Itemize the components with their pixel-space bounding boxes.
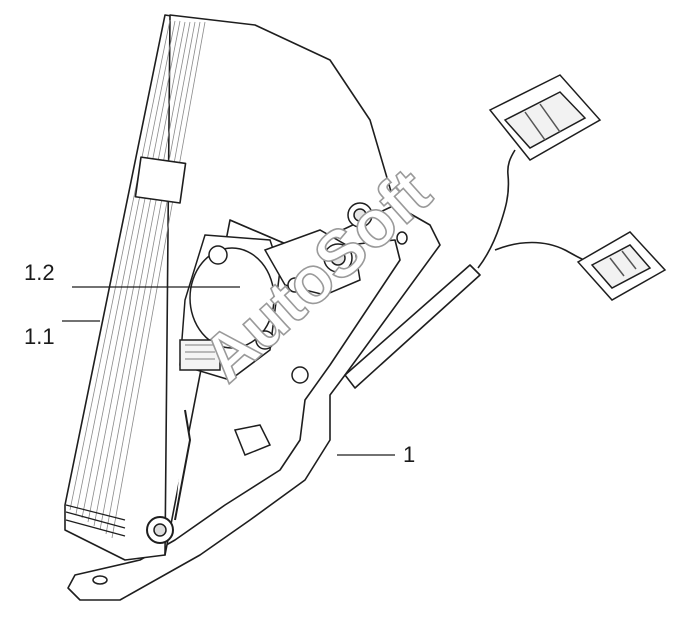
wiring-harness [477, 149, 596, 269]
pedal-window [134, 156, 187, 204]
mount-bolt-right [291, 366, 309, 384]
pedal-face-ribs [69, 19, 206, 539]
return-spring-rod [174, 409, 192, 521]
mount-bolt-small [287, 277, 303, 293]
bracket-hole-top [396, 231, 408, 245]
connector-lower [576, 231, 667, 301]
pedal-bottom-ribs [65, 504, 126, 537]
mount-bolt-sensor [208, 245, 228, 265]
callout-label-1: 1 [403, 442, 416, 467]
mount-bolt-lower [255, 330, 275, 350]
bracket-hole [92, 575, 108, 585]
callout-label-1-2: 1.2 [24, 260, 55, 285]
sensor-disc [189, 247, 275, 349]
leader-lines [62, 286, 395, 456]
callout-label-1-1: 1.1 [24, 324, 55, 349]
sensor-assembly [92, 202, 408, 585]
connector-upper [488, 74, 602, 161]
